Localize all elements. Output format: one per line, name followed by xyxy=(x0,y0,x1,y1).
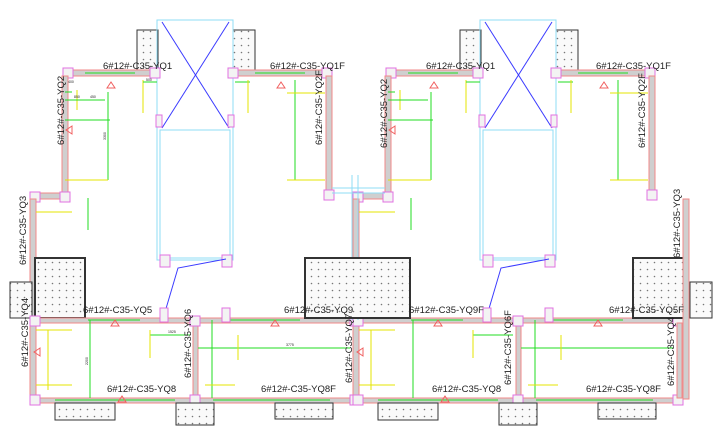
label-l-yq1f: 6#12#-C35-YQ1F xyxy=(270,61,345,72)
label-l-yq6: 6#12#-C35-YQ6 xyxy=(183,309,194,378)
label-l-yq1: 6#12#-C35-YQ1 xyxy=(103,61,172,72)
label-r-yq5f: 6#12#-C35-YQ5F xyxy=(609,305,684,316)
label-l-yq2f: 6#12#-C35-YQ2F xyxy=(314,70,325,145)
label-r-yq8: 6#12#-C35-YQ8 xyxy=(432,384,501,395)
label-r-yq8f: 6#12#-C35-YQ8F xyxy=(586,384,661,395)
label-l-yq4: 6#12#-C35-YQ4 xyxy=(20,298,31,367)
dim-1525: 1525 xyxy=(168,330,176,334)
label-r-yq3: 6#12#-C35-YQ3 xyxy=(672,189,683,258)
label-l-yq8f: 6#12#-C35-YQ8F xyxy=(261,384,336,395)
label-l-yq9: 6#12#-C35-YQ9 xyxy=(284,305,353,316)
label-l-yq2: 6#12#-C35-YQ2 xyxy=(56,76,67,145)
label-l-yq3: 6#12#-C35-YQ3 xyxy=(18,196,29,265)
wall-labels: 6#12#-C35-YQ1 6#12#-C35-YQ1F 6#12#-C35-Y… xyxy=(18,61,684,395)
label-l-yq5: 6#12#-C35-YQ5 xyxy=(83,305,152,316)
label-r-yq2f: 6#12#-C35-YQ2F xyxy=(637,73,648,148)
dim-3300: 3300 xyxy=(103,132,107,140)
label-r-yq4: 6#12#-C35-YQ4 xyxy=(666,317,677,386)
dim-850: 850 xyxy=(74,95,80,99)
label-r-yq6f: 6#12#-C35-YQ6F xyxy=(503,310,514,385)
dim-400: 400 xyxy=(68,80,74,84)
dim-3775: 3775 xyxy=(286,343,294,347)
label-r-yq1f: 6#12#-C35-YQ1F xyxy=(596,61,671,72)
dim-2200: 2200 xyxy=(85,357,89,365)
central-shaft xyxy=(304,175,713,400)
label-r-yq9f: 6#12#-C35-YQ9F xyxy=(409,305,484,316)
dim-500: 500 xyxy=(146,78,152,82)
label-r-yq2: 6#12#-C35-YQ2 xyxy=(379,79,390,148)
label-l-yq8: 6#12#-C35-YQ8 xyxy=(107,384,176,395)
label-l-yq7: 6#12#-C35-YQ7 xyxy=(344,314,355,383)
label-r-yq1: 6#12#-C35-YQ1 xyxy=(426,61,495,72)
dimension-labels: 400 850 450 500 3300 1525 3775 2200 xyxy=(68,78,294,365)
dim-450: 450 xyxy=(90,95,96,99)
